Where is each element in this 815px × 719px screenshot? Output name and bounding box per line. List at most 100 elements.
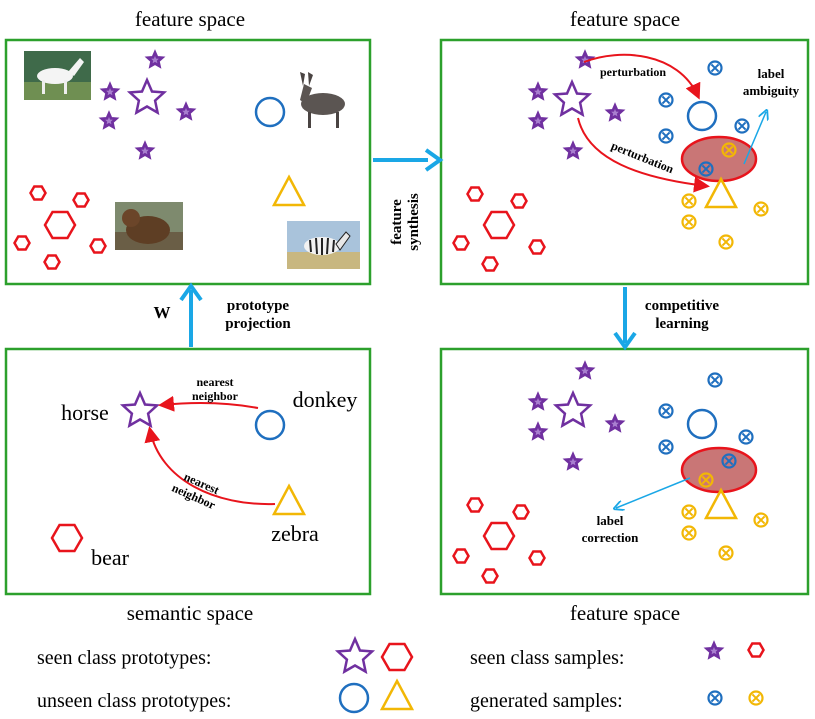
legend-generated-samples: generated samples: <box>470 690 623 712</box>
br-hexagon-sample <box>512 504 530 520</box>
perturbation-arrow-top <box>583 53 701 100</box>
feature-synthesis-arrow <box>373 148 444 172</box>
tr-generated-blue <box>658 92 674 108</box>
br-star-sample <box>528 392 548 411</box>
prototype-projection-arrow <box>179 282 203 347</box>
legend-hexagon-sample-icon <box>747 642 765 658</box>
tl-star-prototype <box>128 78 166 114</box>
tl-hexagon-sample <box>72 192 90 208</box>
label-correction-arrow <box>616 477 691 508</box>
nearest-neighbor-1-line1: nearest <box>196 375 233 389</box>
tl-star-sample <box>176 102 196 121</box>
br-hexagon-sample <box>528 550 546 566</box>
legend-generated-yellow-icon <box>748 690 764 706</box>
tr-star-sample <box>605 103 625 122</box>
donkey-photo <box>300 72 345 128</box>
br-generated-blue <box>658 439 674 455</box>
panel-bottom-left <box>4 347 372 596</box>
br-generated-yellow <box>681 525 697 541</box>
tr-star-sample <box>563 141 583 160</box>
tl-hexagon-sample <box>13 235 31 251</box>
competitive-learning-arrow <box>613 287 637 351</box>
label-correction-2: correction <box>582 530 640 545</box>
title-bottom-right: feature space <box>570 601 680 625</box>
tl-star-sample <box>100 82 120 101</box>
br-circle-prototype <box>686 408 718 440</box>
tl-star-sample <box>145 50 165 69</box>
br-star-sample <box>563 452 583 471</box>
legend-generated-blue-icon <box>707 690 723 706</box>
label-ambiguity-2: ambiguity <box>743 83 800 98</box>
panel-top-right <box>439 38 810 286</box>
br-generated-blue <box>707 372 723 388</box>
br-triangle-prototype <box>704 488 738 520</box>
legend-circle-prototype-icon <box>338 682 370 714</box>
nearest-neighbor-arrow-2 <box>144 426 276 506</box>
perturbation-label-bottom: perturbation <box>609 138 676 176</box>
bl-bear-hexagon <box>50 523 84 553</box>
tl-triangle-prototype <box>272 175 306 207</box>
label-correction-1: label <box>597 513 624 528</box>
legend-unseen-prototypes: unseen class prototypes: <box>37 690 231 712</box>
horse-photo <box>24 51 91 100</box>
tr-star-sample <box>528 111 548 130</box>
legend-seen-samples: seen class samples: <box>470 647 624 669</box>
tr-hexagon-sample <box>452 235 470 251</box>
tr-generated-yellow <box>718 234 734 250</box>
tr-hexagon-sample <box>481 256 499 272</box>
panel-top-left <box>4 38 372 286</box>
tr-triangle-prototype <box>704 177 738 209</box>
tl-star-sample <box>135 141 155 160</box>
br-star-sample <box>605 414 625 433</box>
tr-generated-blue <box>707 60 723 76</box>
tr-overlap-ellipse <box>680 135 758 183</box>
feature-synthesis-label-2: synthesis <box>406 193 422 251</box>
br-hexagon-sample <box>452 548 470 564</box>
tr-star-sample <box>528 82 548 101</box>
br-generated-blue <box>658 403 674 419</box>
tl-hexagon-sample <box>29 185 47 201</box>
tl-hexagon-sample <box>43 254 61 270</box>
br-generated-yellow <box>753 512 769 528</box>
br-overlap-ellipse <box>680 446 758 494</box>
br-generated-yellow <box>681 504 697 520</box>
title-top-right: feature space <box>570 7 680 31</box>
bl-horse-star <box>121 391 159 427</box>
competitive-label-2: learning <box>655 316 709 332</box>
class-zebra: zebra <box>271 521 319 546</box>
feature-synthesis-label-1: feature <box>389 199 405 245</box>
tr-hexagon-sample <box>466 186 484 202</box>
projection-symbol: W <box>154 303 171 322</box>
br-generated-yellow <box>718 545 734 561</box>
title-top-left: feature space <box>135 7 245 31</box>
class-horse: horse <box>61 400 109 425</box>
class-donkey: donkey <box>293 387 358 412</box>
bl-zebra-triangle <box>272 484 306 516</box>
tr-hexagon-sample <box>510 193 528 209</box>
label-ambiguity-arrow <box>743 112 766 165</box>
tr-circle-prototype <box>686 100 718 132</box>
tr-star-prototype <box>553 80 591 116</box>
tr-generated-yellow <box>681 193 697 209</box>
br-star-prototype <box>554 391 592 427</box>
projection-label-2: projection <box>225 316 291 332</box>
tl-star-sample <box>99 111 119 130</box>
legend-seen-prototypes: seen class prototypes: <box>37 647 211 669</box>
perturbation-arrow-bottom <box>577 117 710 193</box>
bear-photo <box>115 202 183 250</box>
legend-triangle-prototype-icon <box>380 679 414 711</box>
legend-star-prototype-icon <box>336 637 374 673</box>
tl-circle-prototype <box>254 96 286 128</box>
tr-generated-blue <box>658 128 674 144</box>
legend-hexagon-prototype-icon <box>380 642 414 672</box>
br-hexagon-sample <box>481 568 499 584</box>
class-bear: bear <box>91 545 130 570</box>
competitive-label-1: competitive <box>645 298 719 314</box>
tl-hexagon-prototype <box>43 210 77 240</box>
br-star-sample <box>575 361 595 380</box>
label-ambiguity-1: label <box>758 66 785 81</box>
tl-hexagon-sample <box>89 238 107 254</box>
perturbation-label-top: perturbation <box>600 65 666 79</box>
nearest-neighbor-1-line2: neighbor <box>192 389 239 403</box>
